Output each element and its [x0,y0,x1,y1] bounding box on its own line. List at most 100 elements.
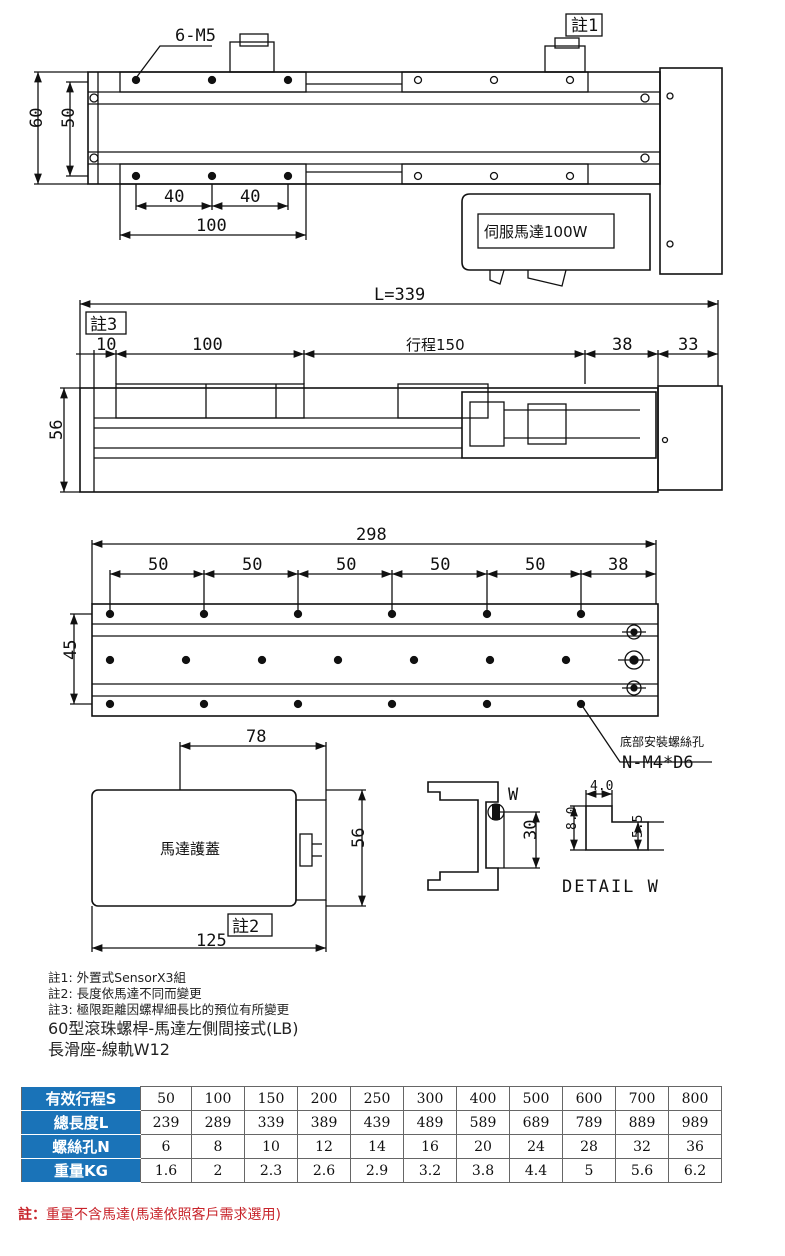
top-dim-40b: 40 [240,187,260,207]
table-cell: 889 [615,1110,669,1135]
top-hole-label: 6-M5 [175,26,216,46]
bottom-hole-spec: N-M4*D6 [622,753,694,773]
bottom-view [70,540,712,763]
cover-dim-78: 78 [246,727,266,747]
bottom-dim-38: 38 [608,555,628,575]
row-label: 有效行程S [21,1086,141,1111]
footnote-text: 重量不含馬達(馬達依照客戶需求選用) [46,1207,281,1223]
side-dim-stroke: 行程150 [406,336,465,354]
table-cell: 589 [456,1110,510,1135]
table-cell: 24 [509,1134,563,1159]
spec-table: 有效行程S 50 100 150 200 250 300 400 500 600… [21,1086,722,1183]
table-row: 重量KG 1.6 2 2.3 2.6 2.9 3.2 3.8 4.4 5 5.6… [21,1158,722,1183]
row-label: 重量KG [21,1158,141,1183]
table-cell: 28 [562,1134,616,1159]
table-cell: 3.8 [456,1158,510,1183]
note-2: 註2: 長度依馬達不同而變更 [48,986,202,1001]
note-3: 註3: 極限距離因螺桿細長比的預位有所變更 [48,1002,290,1017]
profile-section [427,781,540,891]
table-cell: 250 [350,1086,404,1111]
top-note-tag: 註1 [571,16,598,36]
top-dim-40a: 40 [164,187,184,207]
table-cell: 1.6 [140,1158,192,1183]
profile-w-label: W [508,785,519,805]
detail-caption: DETAIL W [562,877,660,897]
profile-dim-30: 30 [521,820,541,840]
footnote-prefix: 註： [18,1207,46,1223]
table-cell: 400 [456,1086,510,1111]
bottom-dim-45: 45 [61,640,81,660]
bottom-dim-50-2: 50 [242,555,262,575]
top-dim-100: 100 [196,216,227,236]
detail-dim-4: 4.0 [590,779,613,794]
bottom-dim-50-4: 50 [430,555,450,575]
table-cell: 239 [140,1110,192,1135]
row-label: 總長度L [21,1110,141,1135]
table-cell: 789 [562,1110,616,1135]
side-dim-L: L=339 [374,285,425,305]
table-cell: 3.2 [403,1158,457,1183]
side-view [60,300,723,493]
motor-label: 伺服馬達100W [484,223,588,241]
table-cell: 6 [140,1134,192,1159]
bottom-dim-50-1: 50 [148,555,168,575]
table-cell: 689 [509,1110,563,1135]
table-cell: 800 [668,1086,722,1111]
table-row: 總長度L 239 289 339 389 439 489 589 689 789… [21,1110,722,1135]
table-cell: 14 [350,1134,404,1159]
detail-w [570,790,664,851]
table-cell: 4.4 [509,1158,563,1183]
title-line-1: 60型滾珠螺桿-馬達左側間接式(LB) [48,1019,299,1038]
detail-dim-8: 8.0 [565,807,580,830]
motor-cover-view [91,742,366,952]
bottom-hole-caption: 底部安裝螺絲孔 [620,734,704,749]
table-cell: 389 [297,1110,351,1135]
side-note-tag: 註3 [90,315,117,335]
table-cell: 32 [615,1134,669,1159]
table-cell: 2.6 [297,1158,351,1183]
table-cell: 8 [191,1134,245,1159]
cover-note-tag: 註2 [232,917,259,937]
notes-block: 註1: 外置式SensorX3組 註2: 長度依馬達不同而變更 註3: 極限距離… [48,970,748,1060]
table-cell: 5 [562,1158,616,1183]
table-cell: 300 [403,1086,457,1111]
table-cell: 600 [562,1086,616,1111]
side-dim-38: 38 [612,335,632,355]
bottom-dim-50-3: 50 [336,555,356,575]
table-cell: 200 [297,1086,351,1111]
table-cell: 2.3 [244,1158,298,1183]
table-cell: 6.2 [668,1158,722,1183]
top-view [34,13,723,287]
table-cell: 489 [403,1110,457,1135]
side-dim-33: 33 [678,335,698,355]
table-cell: 50 [140,1086,192,1111]
top-dim-60: 60 [27,108,47,128]
detail-dim-55: 5.5 [631,815,646,838]
cover-dim-56: 56 [349,828,369,848]
side-dim-100: 100 [192,335,223,355]
table-cell: 150 [244,1086,298,1111]
table-cell: 339 [244,1110,298,1135]
table-cell: 2.9 [350,1158,404,1183]
row-label: 螺絲孔N [21,1134,141,1159]
table-cell: 100 [191,1086,245,1111]
bottom-dim-298: 298 [356,525,387,545]
table-cell: 12 [297,1134,351,1159]
cover-label: 馬達護蓋 [160,840,220,858]
cover-dim-125: 125 [196,931,227,951]
table-cell: 700 [615,1086,669,1111]
table-cell: 36 [668,1134,722,1159]
technical-drawing: 6-M5 註1 60 50 40 40 100 伺服馬達100W L=339 註… [27,13,723,952]
table-cell: 500 [509,1086,563,1111]
table-cell: 10 [244,1134,298,1159]
side-dim-56: 56 [47,420,67,440]
bottom-dim-50-5: 50 [525,555,545,575]
table-cell: 989 [668,1110,722,1135]
table-cell: 5.6 [615,1158,669,1183]
table-cell: 16 [403,1134,457,1159]
table-cell: 439 [350,1110,404,1135]
table-cell: 2 [191,1158,245,1183]
table-cell: 289 [191,1110,245,1135]
table-row: 有效行程S 50 100 150 200 250 300 400 500 600… [21,1086,722,1111]
title-line-2: 長滑座-線軌W12 [48,1040,170,1059]
